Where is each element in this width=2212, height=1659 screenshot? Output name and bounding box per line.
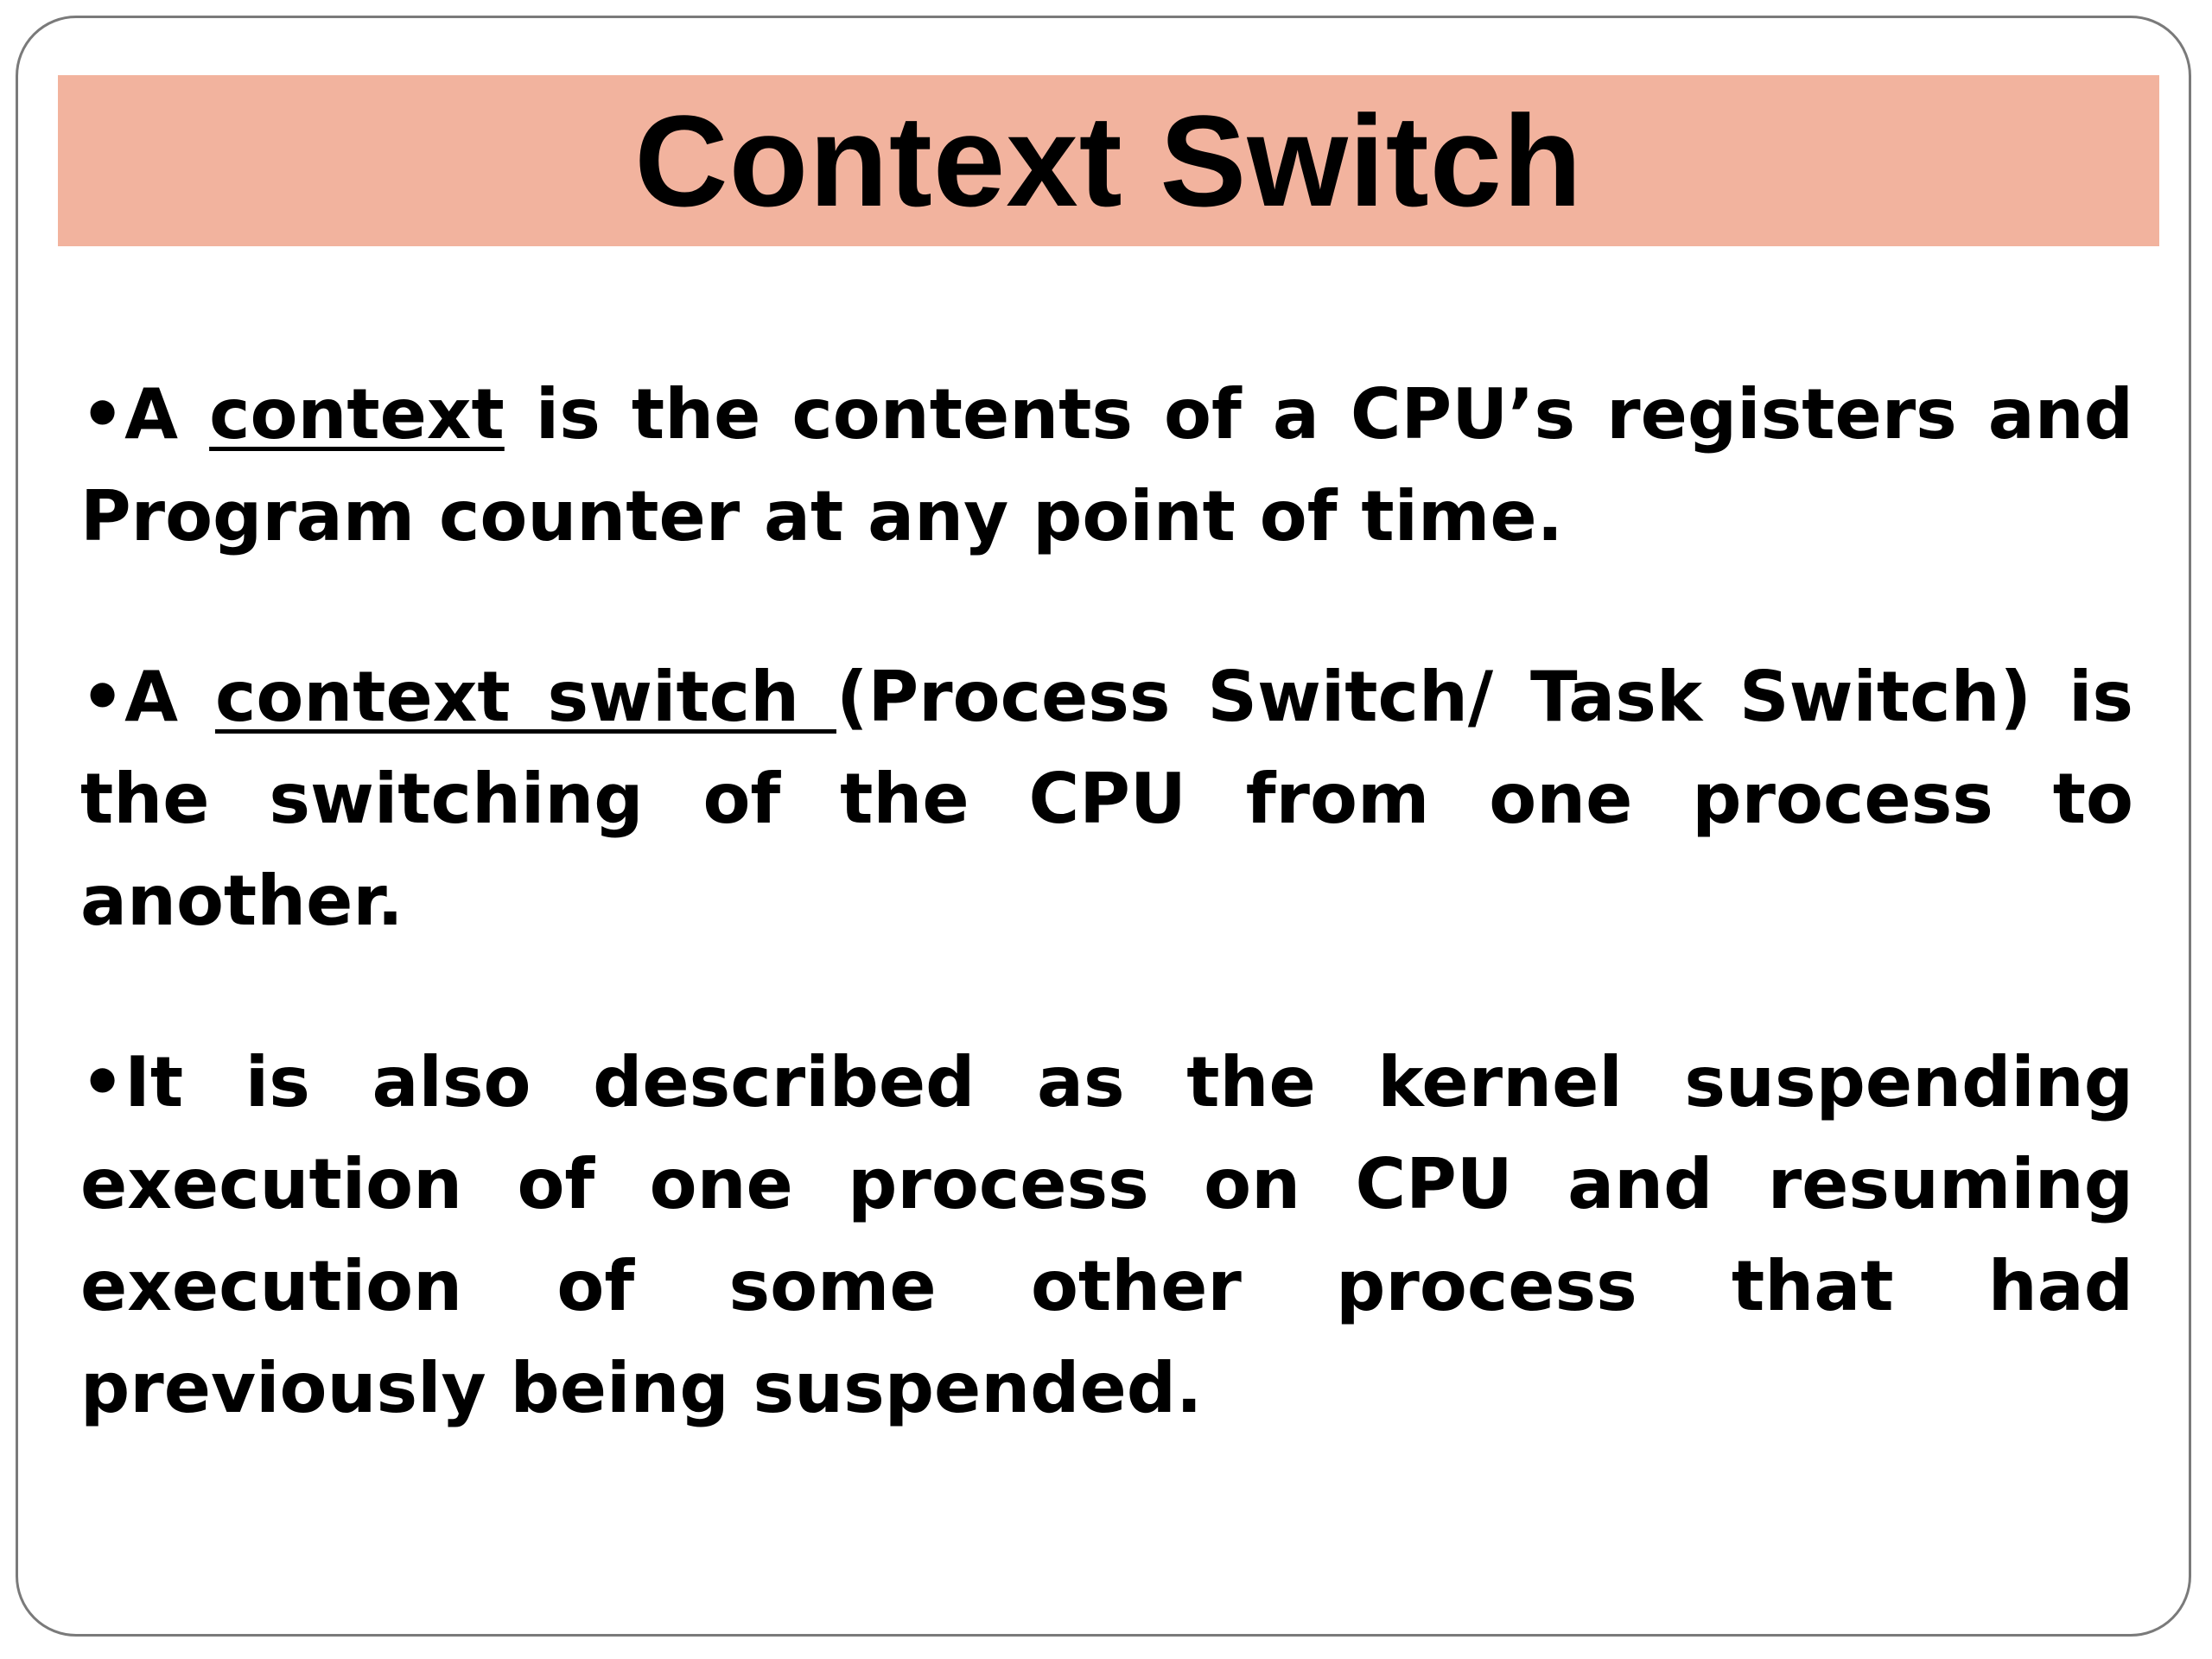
bullet-text: (Process Switch/ Task Switch) is the swi… bbox=[80, 657, 2134, 941]
bullet-text: It is also described as the kernel suspe… bbox=[80, 1042, 2133, 1428]
title-band: Context Switch bbox=[58, 75, 2159, 246]
bullet-context-switch-definition: •A context switch (Process Switch/ Task … bbox=[80, 646, 2133, 952]
bullet-context-definition: •A context is the contents of a CPU’s re… bbox=[80, 364, 2133, 568]
term-context-switch: context switch bbox=[214, 657, 836, 737]
bullet-text: is the contents of a CPU’s registers and… bbox=[80, 374, 2134, 556]
bullet-prefix: A bbox=[124, 374, 210, 454]
bullet-marker: • bbox=[80, 1042, 125, 1122]
bullet-marker: • bbox=[80, 657, 125, 737]
bullet-kernel-description: •It is also described as the kernel susp… bbox=[80, 1032, 2133, 1440]
slide: Context Switch •A context is the content… bbox=[16, 16, 2191, 1637]
bullet-prefix: A bbox=[124, 657, 215, 737]
term-context: context bbox=[209, 374, 505, 454]
bullet-marker: • bbox=[80, 374, 125, 454]
slide-title: Context Switch bbox=[634, 88, 1583, 233]
